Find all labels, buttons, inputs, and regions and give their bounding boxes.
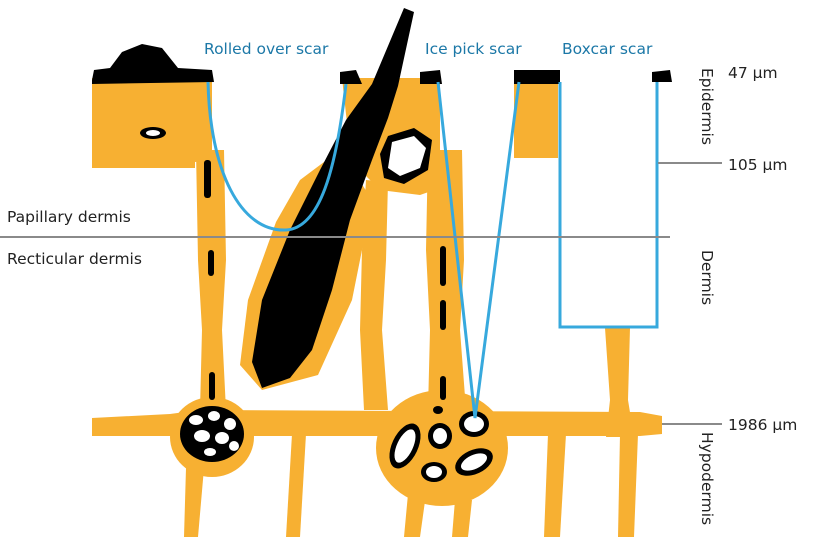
streak-left-3 (209, 372, 215, 400)
epidermis-cap-far-right (652, 70, 672, 82)
hypodermis-depth-label: 1986 µm (728, 416, 797, 434)
streak-mid-1 (440, 246, 446, 286)
epidermis-cap-middle-right (420, 70, 442, 84)
epidermis-cap-left (92, 44, 214, 84)
epidermis-label: Epidermis (698, 68, 716, 145)
tissue-leg-5 (544, 434, 566, 537)
streak-left-1 (204, 160, 211, 198)
tissue-right-block (514, 78, 558, 158)
recticular-dermis-label: Recticular dermis (7, 250, 142, 268)
streak-left-2 (208, 250, 214, 276)
dermis-label: Dermis (698, 250, 716, 305)
boxcar-scar-outline (560, 82, 657, 327)
epidermis-cap-middle (340, 70, 362, 84)
rolled-over-scar-label: Rolled over scar (204, 40, 329, 58)
left-pocket-hole (146, 130, 160, 136)
streak-mid-2 (440, 300, 446, 330)
papillary-dermis-label: Papillary dermis (7, 208, 131, 226)
tissue-left-block (92, 78, 212, 168)
epidermis-depth-label: 47 µm (728, 64, 778, 82)
ice-pick-scar-label: Ice pick scar (425, 40, 522, 58)
boxcar-scar-label: Boxcar scar (562, 40, 653, 58)
tissue-leg-4 (452, 500, 472, 537)
fat-lobule-icon (180, 406, 244, 462)
streak-mid-3 (440, 376, 446, 400)
tissue-leg-2 (286, 434, 306, 537)
dermis-depth-label: 105 µm (728, 156, 787, 174)
hypodermis-label: Hypodermis (698, 432, 716, 525)
tissue-leg-3 (404, 494, 426, 537)
epidermis-cap-right (514, 70, 560, 84)
tissue-leg-1 (184, 468, 204, 537)
left-pocket (140, 127, 166, 139)
tissue-leg-6 (618, 434, 638, 537)
